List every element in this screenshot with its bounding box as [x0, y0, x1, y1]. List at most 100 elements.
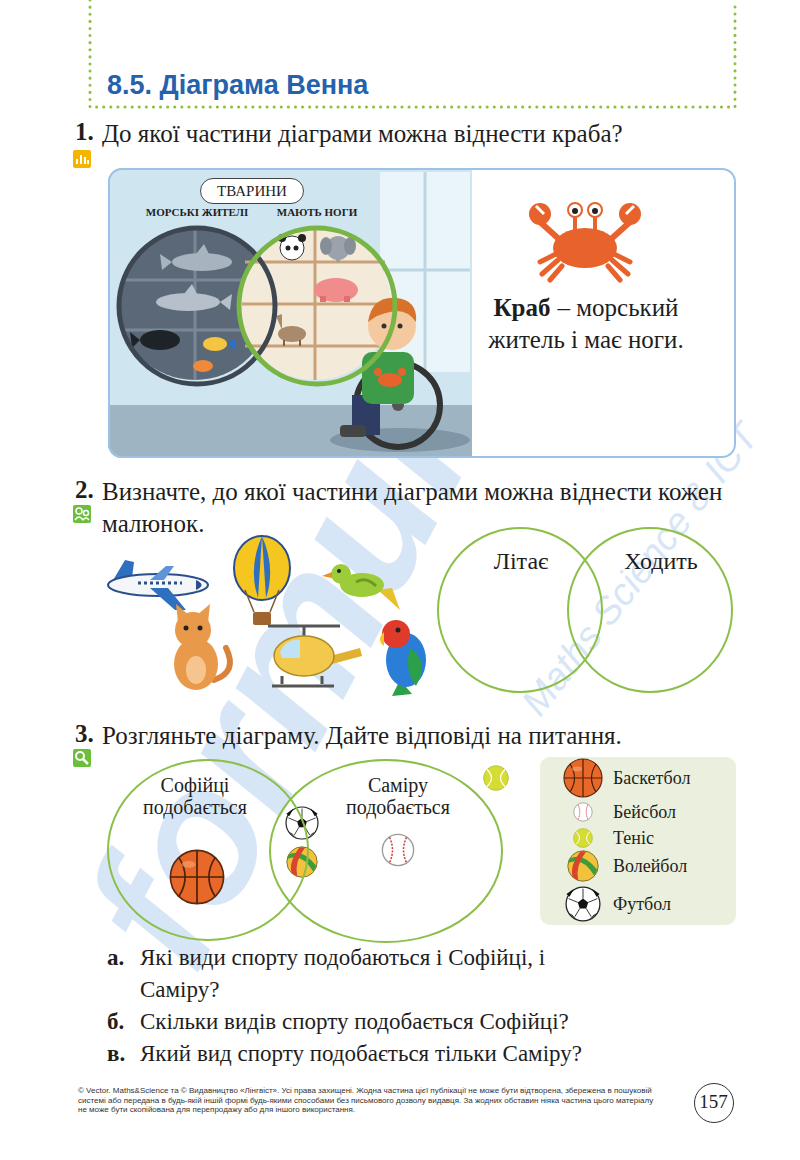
legend-panel: [574, 803, 592, 821]
land-animals: [278, 326, 306, 342]
sea-animals: [184, 284, 232, 310]
dotted-frame: [90, 0, 735, 107]
panel-caption: Краб– морський житель і має ноги.: [470, 292, 702, 356]
task-text: До якої частини діаграми можна віднести …: [102, 118, 742, 150]
question-letter: б.: [107, 1006, 124, 1038]
cat: [198, 626, 203, 631]
green-bird: [356, 580, 376, 586]
panel-scene: [108, 168, 736, 458]
boy-in-wheelchair: [398, 324, 403, 329]
crab: [588, 203, 602, 217]
legend-label: Баскетбол: [613, 766, 690, 790]
helicopter: [268, 626, 362, 686]
land-animals: [298, 234, 306, 242]
sea-animals: [160, 244, 210, 270]
task-icons: [73, 505, 91, 523]
parrot: [382, 620, 410, 648]
task-text: Визначте, до якої частини діаграми можна…: [102, 476, 742, 540]
cat: [174, 604, 230, 690]
page-number: 157: [694, 1083, 734, 1123]
venn-circle-label: МАЮТЬ НОГИ: [232, 206, 402, 218]
circle-outline: [108, 760, 308, 940]
helicopter: [330, 648, 362, 664]
legend-panel: [568, 851, 598, 881]
question-text: Які види спорту подобаються і Софійці, і…: [140, 942, 580, 1006]
venn-circle-label: Ходить: [606, 548, 716, 575]
helicopter: [268, 626, 340, 636]
crab: [529, 203, 641, 280]
sports-balls: [287, 847, 317, 877]
task-icons: [77, 155, 88, 164]
venn-circle-label: МОРСЬКІ ЖИТЕЛІ: [112, 206, 282, 218]
sea-animals: [203, 337, 227, 351]
venn-circle: МОРСЬКІ ЖИТЕЛІ: [112, 206, 282, 388]
venn-ellipse-label: Саміру подобається: [336, 774, 460, 818]
venn-ellipse: Саміру подобається: [268, 758, 504, 944]
boy-in-wheelchair: [362, 352, 414, 404]
sea-animals: [172, 253, 232, 271]
crab: [536, 206, 634, 214]
sports-balls: [170, 850, 223, 903]
category-pill-label: ТВАРИНИ: [217, 183, 287, 199]
crab: [529, 203, 551, 225]
hot-air-balloon: [254, 536, 270, 598]
hot-air-balloon: [234, 536, 290, 600]
caption-keyword: Краб: [493, 294, 550, 321]
panel-scene: [108, 405, 472, 458]
crab: [592, 208, 598, 214]
legend-panel: [566, 887, 600, 921]
hot-air-balloon: [245, 590, 279, 612]
task-number: 2.: [75, 476, 94, 504]
legend-label: Волейбол: [613, 854, 687, 878]
land-animals: [314, 278, 358, 302]
copyright-note: © Vector. Maths&Science та © Видавництво…: [78, 1086, 663, 1115]
airplane: [150, 566, 174, 580]
crab: [572, 208, 578, 214]
parrot: [380, 620, 426, 696]
green-bird: [331, 564, 351, 584]
helicopter: [280, 640, 300, 658]
question-letter: а.: [107, 942, 124, 974]
task-icons: [83, 759, 88, 764]
task-number: 1.: [75, 118, 94, 146]
sea-animals: [130, 244, 236, 372]
legend-panel: [540, 757, 736, 925]
airplane: [138, 582, 182, 585]
land-animals: [284, 340, 300, 346]
circle-outline: [270, 760, 502, 942]
legend-panel: [540, 757, 736, 925]
parrot: [408, 648, 422, 686]
task-icons: [73, 150, 91, 767]
task-icons: [73, 749, 91, 767]
question-letter: в.: [107, 1038, 125, 1070]
circle-outline: [119, 228, 275, 384]
boy-in-wheelchair: [382, 324, 387, 329]
airplane: [108, 560, 208, 610]
land-animals: [344, 296, 350, 302]
green-bird: [322, 564, 400, 610]
land-animals: [286, 246, 291, 251]
green-bird: [322, 572, 332, 578]
sports-balls: [382, 834, 413, 865]
dotted-frame: [90, 0, 735, 107]
boy-in-wheelchair: [398, 368, 406, 376]
venn-circle: Ходить: [566, 526, 734, 694]
legend-label: Бейсбол: [613, 800, 676, 824]
cat: [176, 604, 210, 622]
land-animals: [320, 237, 332, 255]
circle-outline: [438, 528, 602, 692]
boy-in-wheelchair: [340, 425, 366, 437]
sports-balls: [484, 766, 509, 791]
venn-circle: Літає: [436, 526, 604, 694]
info-panel: Краб– морський житель і має ноги. ТВАРИНИ…: [108, 168, 736, 458]
task-icons: [84, 511, 89, 516]
venn-circle: МАЮТЬ НОГИ: [232, 206, 402, 388]
green-bird: [378, 588, 400, 610]
legend-label: Футбол: [613, 892, 671, 916]
section-title: 8.5. Діаграма Венна: [107, 70, 368, 101]
helicopter: [272, 676, 334, 686]
airplane: [150, 588, 186, 610]
venn-ellipse: Софійці подобається: [106, 758, 310, 942]
